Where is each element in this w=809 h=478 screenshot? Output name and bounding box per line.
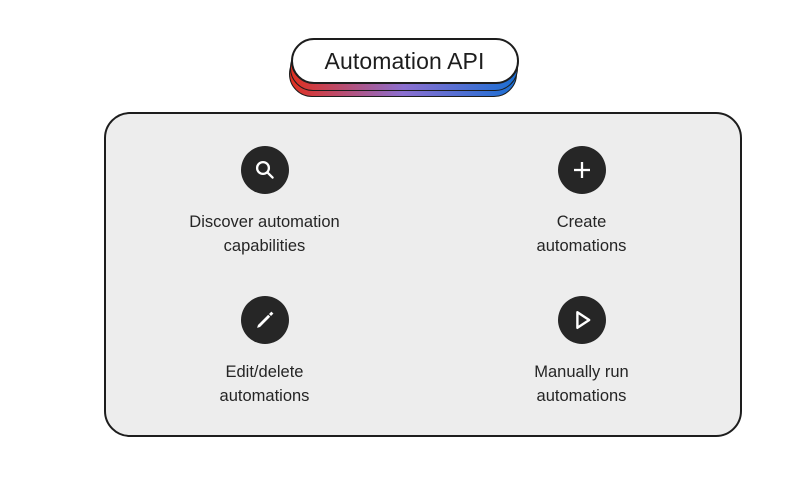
feature-manually-run-automations[interactable]: Manually run automations — [423, 286, 740, 408]
feature-label: Create automations — [536, 213, 627, 255]
title-pill: Automation API — [290, 38, 519, 84]
feature-discover-automation-capabilities[interactable]: Discover automation capabilities — [106, 136, 423, 258]
automation-api-panel: Discover automation capabilities Create … — [104, 112, 742, 437]
play-icon — [557, 295, 606, 344]
search-icon — [240, 146, 289, 194]
plus-icon — [557, 146, 606, 194]
page-title: Automation API — [324, 47, 485, 74]
title-banner: Automation API — [0, 38, 809, 97]
feature-label: Edit/delete automations — [219, 362, 310, 405]
feature-label: Manually run automations — [534, 362, 629, 405]
feature-edit-delete-automations[interactable]: Edit/delete automations — [106, 286, 423, 408]
pencil-icon — [240, 295, 289, 344]
feature-create-automations[interactable]: Create automations — [423, 136, 740, 258]
title-pill-stack: Automation API — [288, 38, 519, 97]
feature-label: Discover automation capabilities — [189, 213, 340, 255]
